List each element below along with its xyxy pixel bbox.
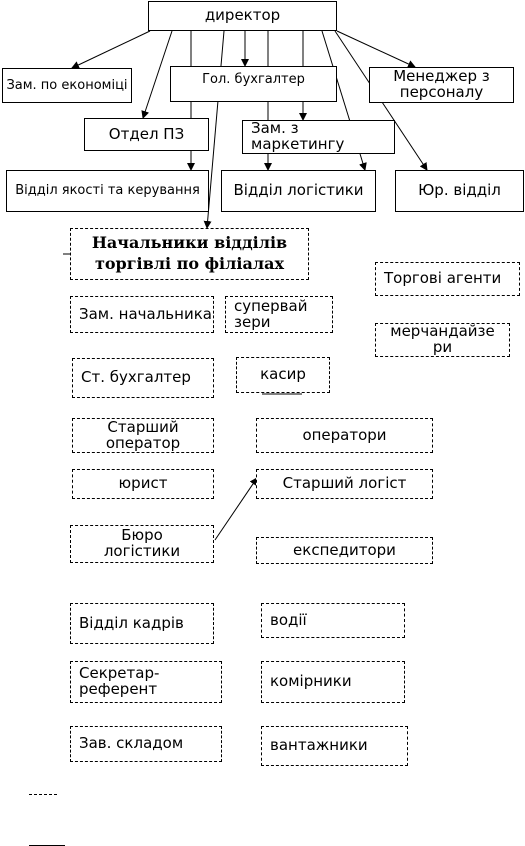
sales-agents-label: Торгові агенти [384, 269, 502, 288]
lawyer-label: юрист [118, 474, 168, 493]
arrow-director-pz [141, 30, 173, 119]
deputy-head-box: Зам. начальника [70, 296, 214, 333]
senior-accountant-box: Ст. бухгалтер [72, 358, 214, 398]
branch-heads-label: Начальники відділів торгівлі по філіалах [91, 233, 288, 273]
econ-deputy-label: Зам. по економіці [6, 77, 128, 93]
operators-label: оператори [302, 425, 387, 444]
senior-operator-box: Старший оператор [72, 418, 214, 453]
director-box: директор [148, 1, 337, 31]
warehouse-head-label: Зав. складом [79, 734, 184, 753]
cashier-box: касир [236, 357, 330, 393]
econ-deputy-box: Зам. по економіці [2, 68, 132, 103]
hr-manager-box: Менеджер з персоналу [369, 67, 514, 103]
merchandisers-label: мерчандайзери [390, 323, 495, 356]
sales-agents-box: Торгові агенти [375, 262, 520, 296]
secretary-box: Секретар-референт [70, 661, 222, 703]
deputy-head-label: Зам. начальника [79, 304, 212, 323]
hr-dept-box: Відділ кадрів [70, 603, 214, 644]
arrow-director-hrmanager [336, 30, 416, 68]
storekeepers-box: комірники [261, 661, 405, 703]
senior-accountant-label: Ст. бухгалтер [81, 368, 191, 387]
cashier-label: касир [260, 365, 306, 384]
chief-accountant-box: Гол. бухгалтер [170, 66, 337, 102]
arrow-director-econ [71, 30, 151, 69]
marketing-deputy-box: Зам. з маркетингу [242, 120, 395, 154]
logistics-bureau-box: Бюро логістики [70, 525, 214, 563]
loaders-box: вантажники [261, 726, 408, 766]
legal-dept-box: Юр. відділ [395, 170, 524, 212]
pz-dept-label: Отдел ПЗ [108, 124, 185, 143]
loaders-label: вантажники [270, 736, 368, 755]
quality-dept-label: Відділ якості та керування [15, 183, 200, 199]
supervisors-label: супервайзери [234, 296, 308, 331]
lawyer-box: юрист [72, 469, 214, 499]
legend-dashed-line [29, 794, 57, 795]
logistics-bureau-label: Бюро логістики [103, 526, 181, 560]
quality-dept-box: Відділ якості та керування [6, 170, 209, 212]
chief-accountant-label: Гол. бухгалтер [202, 72, 305, 87]
drivers-box: водії [261, 603, 405, 638]
pz-dept-box: Отдел ПЗ [84, 118, 209, 151]
supervisors-box: супервайзери [225, 296, 333, 333]
legal-dept-label: Юр. відділ [418, 181, 501, 200]
operators-box: оператори [256, 418, 433, 453]
merchandisers-box: мерчандайзери [375, 323, 510, 357]
director-label: директор [204, 6, 281, 25]
forwarders-label: експедитори [293, 540, 396, 559]
forwarders-box: експедитори [256, 537, 433, 564]
warehouse-head-box: Зав. складом [70, 726, 222, 762]
arrow-director-branch [203, 30, 225, 229]
storekeepers-label: комірники [270, 672, 352, 691]
senior-logist-box: Старший логіст [256, 469, 433, 499]
senior-operator-label: Старший оператор [105, 418, 181, 452]
arrow-bureau-logist [214, 477, 258, 541]
marketing-deputy-label: Зам. з маркетингу [251, 120, 345, 153]
senior-logist-label: Старший логіст [282, 474, 407, 493]
logistics-dept-label: Відділ логістики [233, 181, 364, 200]
logistics-dept-box: Відділ логістики [221, 170, 376, 212]
branch-heads-box: Начальники відділів торгівлі по філіалах [70, 228, 309, 280]
hr-dept-label: Відділ кадрів [79, 613, 184, 632]
drivers-label: водії [270, 610, 307, 629]
secretary-label: Секретар-референт [79, 664, 160, 698]
hr-manager-label: Менеджер з персоналу [393, 67, 490, 101]
